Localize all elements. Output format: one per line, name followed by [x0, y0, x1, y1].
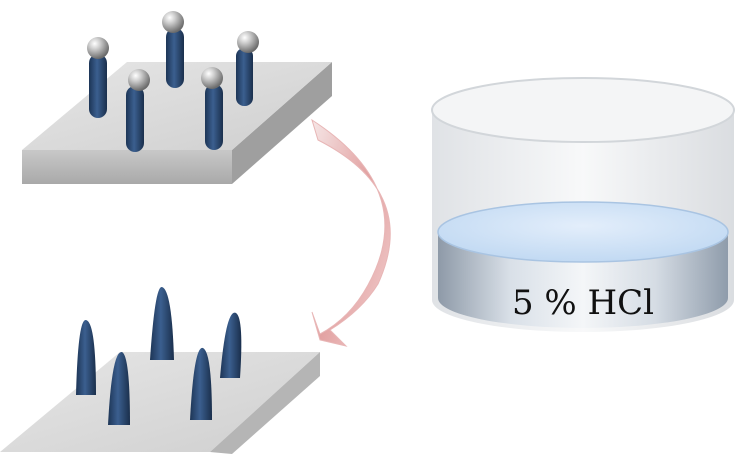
pillar — [108, 351, 130, 425]
pillar — [190, 347, 212, 420]
beaker: 5 % HCl — [431, 77, 735, 332]
pillar-with-sphere — [236, 31, 259, 106]
pillar — [150, 286, 174, 360]
pillar — [76, 319, 96, 395]
liquid-surface — [437, 201, 729, 263]
pillar-with-sphere — [87, 37, 109, 118]
pillar-with-sphere — [126, 69, 150, 152]
top-substrate-group — [22, 11, 332, 184]
top-substrate-side-right — [232, 62, 332, 184]
pillar — [220, 312, 242, 378]
top-substrate-top — [22, 62, 332, 150]
bottom-substrate-side-right — [210, 352, 320, 454]
pillar-with-sphere — [201, 67, 223, 150]
curved-arrow-icon — [311, 118, 391, 347]
beaker-label: 5 % HCl — [512, 283, 654, 323]
top-substrate-side — [22, 150, 232, 184]
pillar-with-sphere — [162, 11, 184, 88]
beaker-rim — [431, 77, 735, 143]
bottom-substrate-group — [0, 286, 320, 454]
